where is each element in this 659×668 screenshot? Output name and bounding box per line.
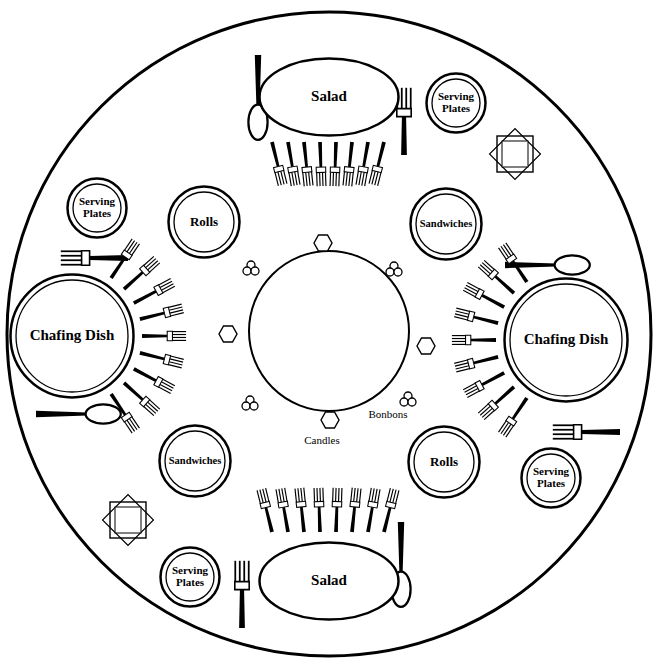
dish-plate: Serving Plates xyxy=(159,546,221,608)
fork-symbol xyxy=(463,282,506,311)
fork-symbol xyxy=(463,369,506,398)
fork-symbol xyxy=(121,379,160,416)
dish-label: Serving Plates xyxy=(76,196,118,219)
fork-symbol xyxy=(299,142,313,187)
fork-symbol xyxy=(347,488,361,533)
fork-symbol xyxy=(139,304,184,324)
fork-symbol xyxy=(276,488,293,533)
dish-plate: Sandwiches xyxy=(409,187,483,261)
fork-symbol xyxy=(363,488,380,533)
dish-label: Chafing Dish xyxy=(524,332,609,348)
fork-symbol xyxy=(132,278,175,307)
fork-symbol xyxy=(454,352,499,372)
fork-symbol xyxy=(330,142,341,186)
dish-label: Salad xyxy=(311,573,347,589)
dish-label: Chafing Dish xyxy=(30,328,115,344)
dish-plate: Chafing Dish xyxy=(503,277,629,403)
dish-plate: Chafing Dish xyxy=(9,273,135,399)
dish-label: Salad xyxy=(311,89,347,105)
fork-symbol xyxy=(379,488,399,533)
fork-symbol xyxy=(295,488,309,533)
fork-symbol xyxy=(454,308,499,328)
table-note: Bonbons xyxy=(366,408,409,420)
dish-plate: Serving Plates xyxy=(66,177,128,239)
fork-symbol xyxy=(452,335,496,344)
fork-symbol xyxy=(498,243,530,285)
fork-symbol xyxy=(314,488,325,532)
dish-plate: Rolls xyxy=(167,185,241,259)
dish-label: Sandwiches xyxy=(420,218,473,229)
fork-symbol xyxy=(142,331,186,340)
salad-platter: Salad xyxy=(258,57,400,137)
fork-symbol xyxy=(107,391,139,433)
fork-symbol xyxy=(315,142,326,186)
fork-symbol xyxy=(331,488,342,532)
fork-symbol xyxy=(498,395,530,437)
dish-label: Sandwiches xyxy=(169,455,222,466)
dish-plate: Serving Plates xyxy=(520,447,582,509)
dish-plate: Rolls xyxy=(407,425,481,499)
fork-symbol xyxy=(343,142,357,187)
fork-symbol xyxy=(139,348,184,368)
dish-plate: Serving Plates xyxy=(425,72,487,134)
dish-label: Serving Plates xyxy=(435,91,477,114)
fork-symbol xyxy=(132,365,175,394)
dish-label: Serving Plates xyxy=(530,466,572,489)
table-note: Candles xyxy=(302,434,341,446)
fork-symbol xyxy=(478,260,517,297)
fork-symbol xyxy=(283,141,300,186)
salad-platter: Salad xyxy=(258,541,400,621)
fork-symbol xyxy=(267,141,287,186)
dish-label: Rolls xyxy=(430,455,458,469)
fork-symbol xyxy=(257,488,277,533)
dish-label: Rolls xyxy=(190,215,218,229)
dish-plate: Sandwiches xyxy=(158,424,232,498)
fork-symbol xyxy=(107,239,139,281)
dish-label: Serving Plates xyxy=(169,565,211,588)
fork-symbol xyxy=(369,141,389,186)
